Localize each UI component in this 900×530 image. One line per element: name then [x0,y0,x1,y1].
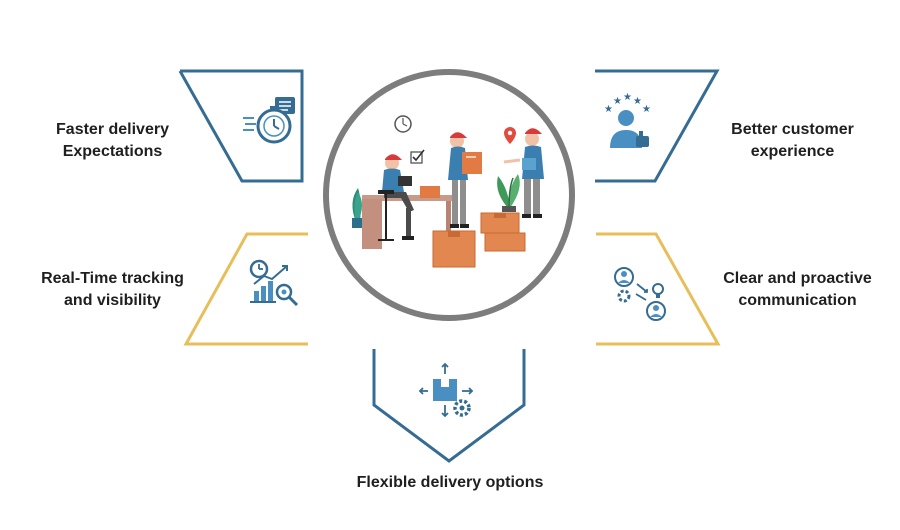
svg-text:★: ★ [613,96,622,107]
clear-communication-frame [596,232,721,346]
tracking-analytics-icon [249,259,299,307]
svg-text:★: ★ [623,92,632,103]
box-stack-right [480,212,526,252]
location-pin-icon [504,127,516,144]
desk [362,195,458,249]
wall-clock-icon [394,115,412,133]
svg-text:★: ★ [633,96,642,107]
better-customer-frame [595,69,720,183]
customer-person [503,128,544,218]
clear-communication-label: Clear and proactive communication [723,270,872,309]
box-stack-center [432,230,476,268]
plant-right [497,174,520,212]
communication-exchange-icon [614,267,666,321]
desk-box [420,186,440,198]
checkbox-icon [410,149,425,164]
flexible-delivery-frame [372,349,526,463]
real-time-frame [183,232,308,346]
seated-worker [378,154,414,241]
better-customer-label: Better customer experience [731,121,854,160]
real-time-tracking-label: Real-Time tracking and visibility [41,270,184,309]
plant-left [352,188,366,228]
faster-delivery-label: Faster delivery Expectations [56,121,169,160]
svg-text:★: ★ [642,104,651,115]
svg-text:★: ★ [604,104,613,115]
package-gear-icon [418,362,474,418]
rated-customer-icon: ★ ★ ★ ★ ★ [604,92,651,148]
stopwatch-clipboard-icon [243,97,295,144]
courier-worker [448,132,482,228]
flexible-delivery-label: Flexible delivery options [356,474,544,491]
faster-delivery-frame [178,69,304,183]
